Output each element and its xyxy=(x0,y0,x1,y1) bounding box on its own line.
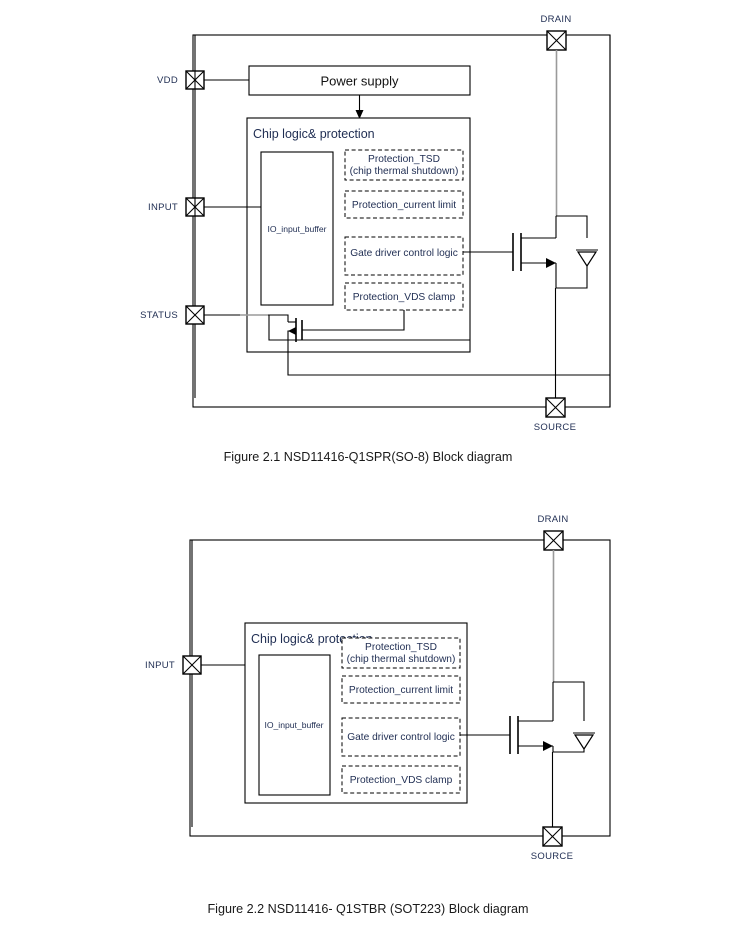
power-mosfet-arrowhead-2 xyxy=(543,741,553,751)
block-gate-driver-label-2: Gate driver control logic xyxy=(347,732,455,743)
block-io-input-buffer-2 xyxy=(258,654,331,796)
figure-2-1-caption: Figure 2.1 NSD11416-Q1SPR(SO-8) Block di… xyxy=(223,450,513,464)
body-diode-top-rail-2 xyxy=(553,681,585,721)
block-protection-tsd-label-line1: Protection_TSD xyxy=(368,154,440,165)
block-power-supply xyxy=(248,65,471,96)
pin-label-source: SOURCE xyxy=(534,422,576,433)
block-protection-current-limit-2 xyxy=(341,675,461,704)
block-protection-tsd-2 xyxy=(341,637,461,669)
block-protection-tsd-label-line2: (chip thermal shutdown) xyxy=(350,166,459,177)
block-protection-current-limit-label: Protection_current limit xyxy=(352,200,456,211)
body-diode-top-rail xyxy=(556,215,588,238)
block-gate-driver xyxy=(344,236,464,276)
pin-status-cross-b xyxy=(185,305,205,325)
block-power-supply-label: Power supply xyxy=(320,74,399,89)
block-protection-vds-clamp-label-2: Protection_VDS clamp xyxy=(350,775,453,786)
block-io-input-buffer-label: IO_input_buffer xyxy=(267,224,326,234)
status-fet-source-return-rail xyxy=(287,352,610,376)
block-protection-current-limit-label-2: Protection_current limit xyxy=(349,685,453,696)
body-diode-bottom-rail xyxy=(556,266,588,289)
status-mosfet-arrowhead xyxy=(288,327,296,335)
body-diode-triangle-2 xyxy=(573,734,595,751)
pin-drain[interactable] xyxy=(546,30,567,51)
status-to-fet-drain-wire xyxy=(204,314,289,322)
pin-label-drain: DRAIN xyxy=(540,14,571,25)
block-gate-driver-2 xyxy=(341,717,461,757)
pin-label-drain-2: DRAIN xyxy=(537,514,568,525)
block-protection-tsd-label-line2-2: (chip thermal shutdown) xyxy=(347,654,456,665)
block-diagram-figure-2-1: DRAIN SOURCE VDD Power supply xyxy=(140,14,611,433)
power-mosfet xyxy=(463,215,598,289)
power-mosfet-arrowhead xyxy=(546,258,556,268)
pin-source-cross-b-2 xyxy=(542,826,563,847)
pin-drain-cross-b-2 xyxy=(543,530,564,551)
block-protection-tsd-label-line1-2: Protection_TSD xyxy=(365,642,437,653)
status-mosfet xyxy=(287,310,405,352)
block-chip-logic-label: Chip logic& protection xyxy=(253,127,375,141)
pin-source[interactable] xyxy=(545,397,566,418)
status-fet-inner-return xyxy=(268,315,470,341)
pin-drain-cross-b xyxy=(546,30,567,51)
power-to-logic-arrowhead xyxy=(355,110,364,119)
block-io-input-buffer-label-2: IO_input_buffer xyxy=(264,720,323,730)
body-diode-triangle xyxy=(576,251,598,268)
figure-2-2-caption: Figure 2.2 NSD11416- Q1STBR (SOT223) Blo… xyxy=(207,902,529,916)
pin-status[interactable] xyxy=(185,305,205,325)
pin-label-input-2: INPUT xyxy=(145,660,175,671)
pin-input-cross-b-2 xyxy=(182,655,202,675)
block-protection-vds-clamp xyxy=(344,282,464,311)
status-mosfet-gate-wire xyxy=(302,310,405,331)
pin-label-source-2: SOURCE xyxy=(531,851,573,862)
block-protection-vds-clamp-2 xyxy=(341,765,461,794)
pin-drain-2[interactable] xyxy=(543,530,564,551)
block-io-input-buffer xyxy=(260,151,334,306)
block-protection-vds-clamp-label: Protection_VDS clamp xyxy=(353,292,456,303)
block-protection-tsd xyxy=(344,149,464,181)
block-gate-driver-label: Gate driver control logic xyxy=(350,248,458,259)
pin-label-vdd: VDD xyxy=(157,75,178,86)
pin-label-status: STATUS xyxy=(140,310,178,321)
pin-source-2[interactable] xyxy=(542,826,563,847)
block-diagram-figure-2-2: DRAIN SOURCE INPUT Chip logic& protectio… xyxy=(145,514,611,862)
block-protection-current-limit xyxy=(344,190,464,219)
pin-source-cross-b xyxy=(545,397,566,418)
pin-label-input: INPUT xyxy=(148,202,178,213)
pin-input-2[interactable] xyxy=(182,655,202,675)
power-mosfet-2 xyxy=(460,681,595,754)
